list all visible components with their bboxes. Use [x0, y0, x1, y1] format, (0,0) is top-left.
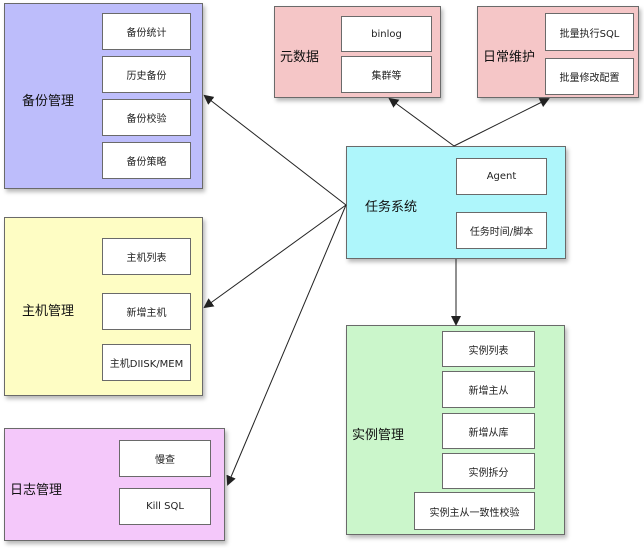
instance-management-group: 实例管理 实例列表 新增主从 新增从库 实例拆分 实例主从一致性校验	[346, 325, 565, 535]
task-system-title: 任务系统	[365, 200, 418, 215]
host-management-title: 主机管理	[22, 304, 75, 319]
host-disk-mem-item[interactable]: 主机DIISK/MEM	[102, 344, 191, 381]
instance-split-item[interactable]: 实例拆分	[442, 453, 535, 489]
batch-config-item[interactable]: 批量修改配置	[545, 58, 634, 95]
add-replica-item[interactable]: 新增从库	[442, 413, 535, 449]
kill-sql-item[interactable]: Kill SQL	[119, 488, 211, 525]
log-management-title: 日志管理	[10, 483, 63, 498]
daily-ops-group: 日常维护 批量执行SQL 批量修改配置	[477, 6, 639, 98]
backup-verify-item[interactable]: 备份校验	[102, 99, 191, 136]
backup-management-group: 备份管理 备份统计 历史备份 备份校验 备份策略	[4, 3, 203, 189]
batch-sql-item[interactable]: 批量执行SQL	[545, 13, 634, 51]
add-host-item[interactable]: 新增主机	[102, 293, 191, 330]
arrow-task-to-daily-ops	[453, 98, 550, 147]
backup-management-title: 备份管理	[22, 94, 75, 109]
add-master-slave-item[interactable]: 新增主从	[442, 371, 535, 408]
agent-item[interactable]: Agent	[456, 158, 547, 195]
daily-ops-title: 日常维护	[483, 50, 536, 65]
task-system-group: 任务系统 Agent 任务时间/脚本	[346, 146, 566, 259]
instance-list-item[interactable]: 实例列表	[442, 331, 535, 367]
arrow-task-to-backup	[203, 94, 347, 206]
host-management-group: 主机管理 主机列表 新增主机 主机DIISK/MEM	[4, 217, 203, 396]
metadata-group: 元数据 binlog 集群等	[274, 6, 441, 98]
binlog-item[interactable]: binlog	[341, 16, 432, 52]
host-list-item[interactable]: 主机列表	[102, 238, 191, 275]
cluster-item[interactable]: 集群等	[341, 56, 432, 93]
arrow-task-to-log	[226, 204, 347, 486]
metadata-title: 元数据	[280, 50, 320, 65]
backup-history-item[interactable]: 历史备份	[102, 56, 191, 93]
instance-management-title: 实例管理	[352, 428, 405, 443]
arrow-task-to-metadata	[388, 97, 455, 147]
task-schedule-item[interactable]: 任务时间/脚本	[456, 212, 547, 249]
backup-policy-item[interactable]: 备份策略	[102, 142, 191, 179]
arrow-task-to-host	[203, 204, 347, 309]
slow-query-item[interactable]: 慢查	[119, 440, 211, 477]
consistency-check-item[interactable]: 实例主从一致性校验	[414, 492, 535, 530]
backup-stats-item[interactable]: 备份统计	[102, 13, 191, 50]
log-management-group: 日志管理 慢查 Kill SQL	[4, 428, 225, 541]
